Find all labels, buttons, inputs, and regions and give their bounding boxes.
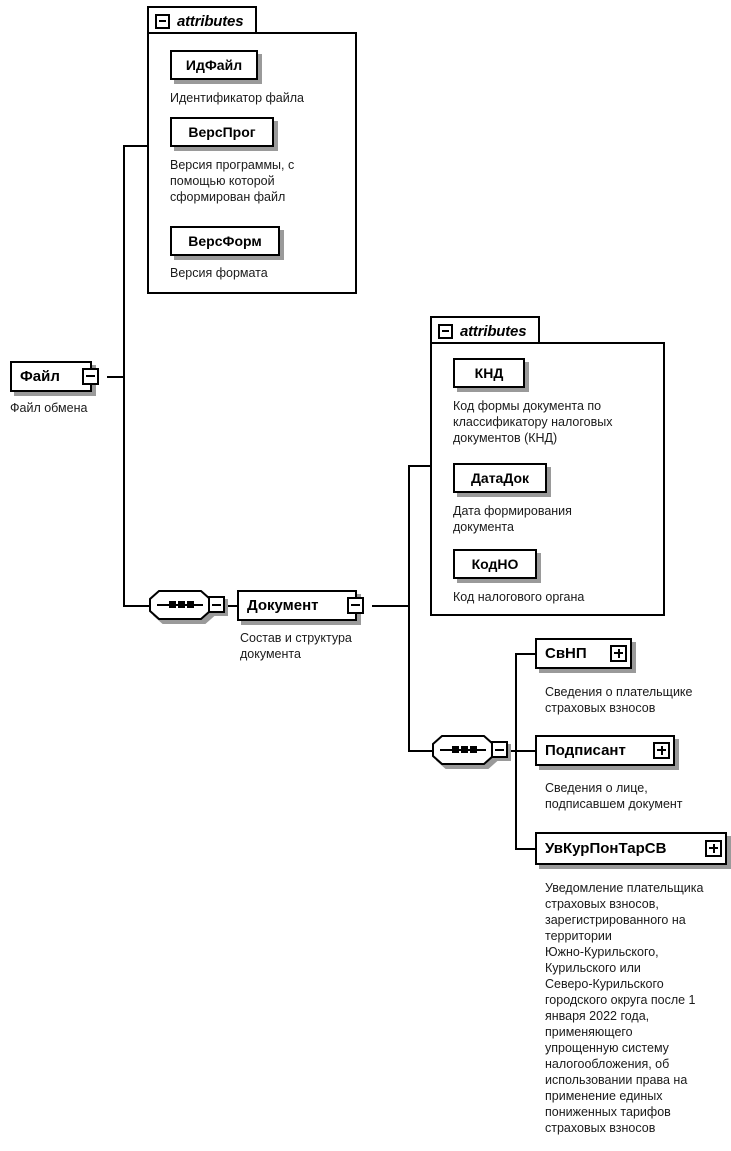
connector-document-trunk [408, 465, 410, 752]
minus-expander-icon[interactable] [491, 741, 508, 758]
attribute-item-datadok[interactable]: ДатаДок [453, 463, 547, 493]
node-notification-description: Уведомление плательщика страховых взносо… [545, 881, 704, 1135]
attribute-description-kodno: Код налогового органа [453, 590, 585, 604]
sequence-connector-file[interactable] [149, 590, 211, 620]
plus-expander-icon[interactable] [653, 741, 670, 759]
attribute-item-versprog[interactable]: ВерсПрог [170, 117, 274, 147]
node-document-description: Состав и структура документа [240, 631, 352, 661]
attribute-description-versform: Версия формата [170, 266, 268, 280]
node-notification-label: УвКурПонТарСВ [545, 840, 667, 857]
connector-file-out [107, 376, 125, 378]
attribute-name: КНД [474, 365, 504, 381]
attribute-description-datadok: Дата формирования документа [453, 504, 572, 534]
connector-document-out [372, 605, 410, 607]
plus-expander-icon[interactable] [610, 644, 627, 662]
node-payer-info-label: СвНП [545, 645, 587, 662]
connector-file-trunk [123, 145, 125, 607]
node-notification[interactable]: УвКурПонТарСВ [535, 832, 727, 865]
plus-expander-icon[interactable] [705, 839, 722, 857]
attribute-item-kodno[interactable]: КодНО [453, 549, 537, 579]
attributes-label: attributes [460, 322, 527, 340]
connector-document-to-attributes [408, 465, 432, 467]
attribute-name: КодНО [471, 556, 519, 572]
attribute-item-idfile[interactable]: ИдФайл [170, 50, 258, 80]
node-signatory-label: Подписант [545, 742, 626, 759]
minus-expander-icon[interactable] [347, 596, 364, 614]
minus-expander-icon[interactable] [82, 367, 99, 385]
connector-file-to-sequence [123, 605, 149, 607]
minus-expander-icon[interactable] [208, 596, 225, 613]
attribute-description-idfile: Идентификатор файла [170, 91, 304, 105]
attribute-description-knd: Код формы документа по классификатору на… [453, 399, 613, 445]
connector-to-signatory [515, 750, 537, 752]
attributes-header-1[interactable]: attributes [147, 6, 257, 34]
attribute-description-versprog: Версия программы, с помощью которой сфор… [170, 158, 295, 204]
attributes-header-2[interactable]: attributes [430, 316, 540, 344]
node-document[interactable]: Документ [237, 590, 364, 621]
sequence-connector-document[interactable] [432, 735, 494, 765]
node-signatory[interactable]: Подписант [535, 735, 675, 766]
connector-document-to-sequence [408, 750, 432, 752]
connector-to-notification [515, 848, 537, 850]
minus-box-icon[interactable] [155, 13, 170, 29]
attribute-name: ВерсФорм [188, 233, 262, 249]
node-payer-info[interactable]: СвНП [535, 638, 632, 669]
connector-file-to-attributes [123, 145, 149, 147]
node-document-label: Документ [247, 597, 319, 614]
attribute-name: ИдФайл [185, 57, 243, 73]
attribute-item-versform[interactable]: ВерсФорм [170, 226, 280, 256]
minus-box-icon[interactable] [438, 323, 453, 339]
attributes-label: attributes [177, 12, 244, 30]
node-file[interactable]: Файл [10, 361, 99, 392]
node-signatory-description: Сведения о лице, подписавшем документ [545, 781, 683, 811]
node-file-label: Файл [20, 368, 60, 385]
connector-to-payer-info [515, 653, 537, 655]
connector-sequence-to-document [225, 605, 239, 607]
attribute-name: ДатаДок [470, 470, 530, 486]
attribute-name: ВерсПрог [188, 124, 256, 140]
node-file-description: Файл обмена [10, 401, 88, 415]
node-payer-info-description: Сведения о плательщике страховых взносов [545, 685, 693, 715]
attribute-item-knd[interactable]: КНД [453, 358, 525, 388]
